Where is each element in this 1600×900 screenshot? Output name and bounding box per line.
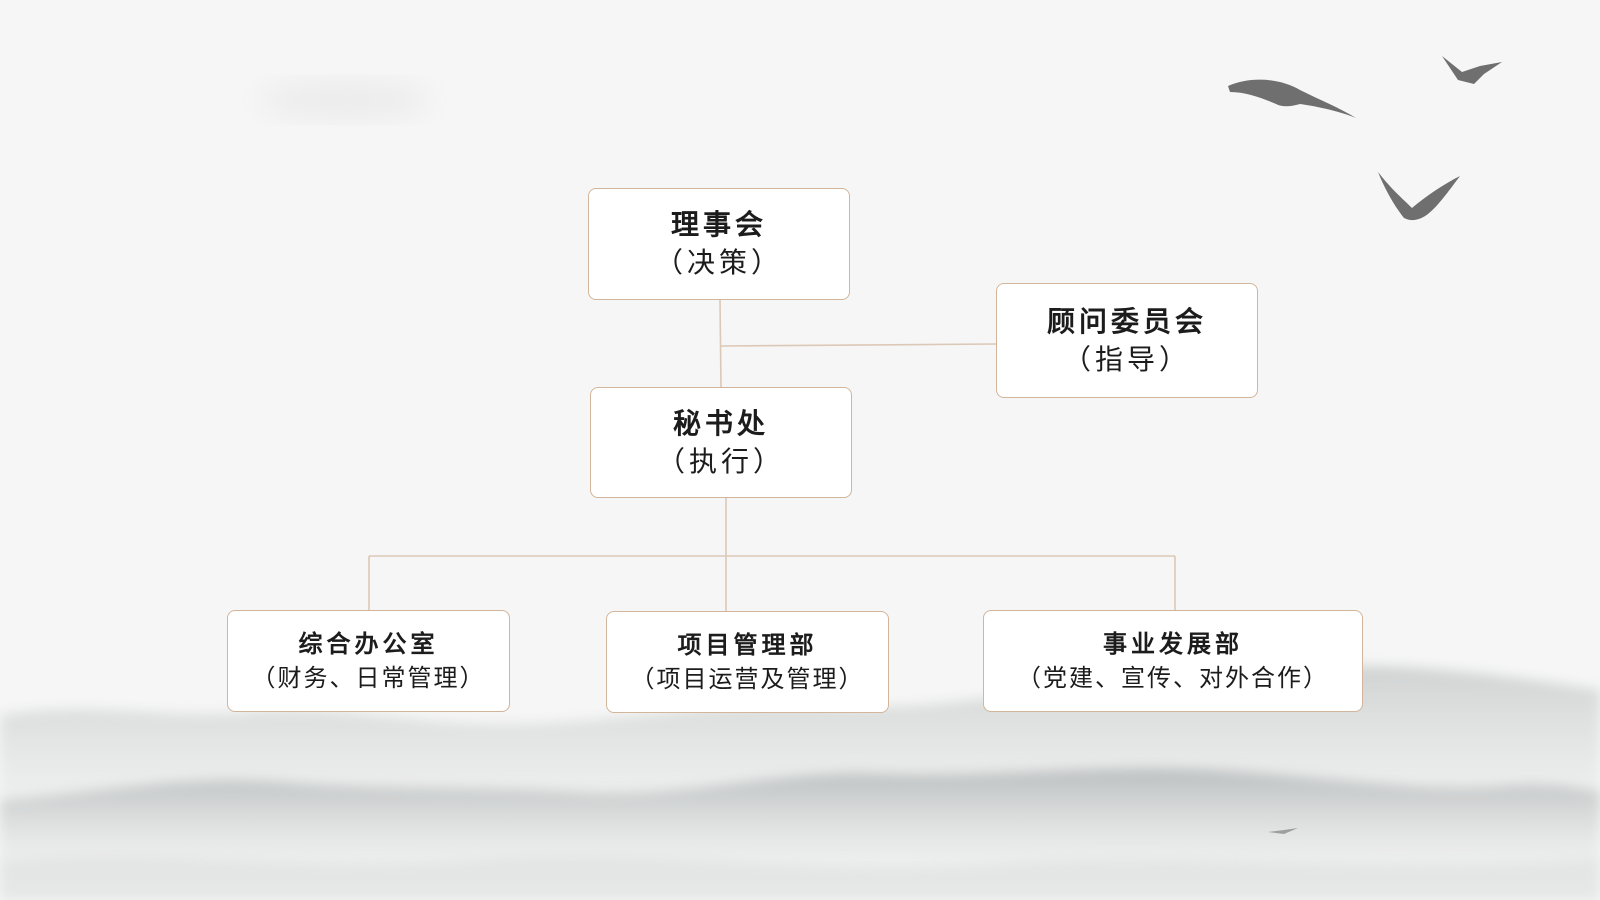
advisory-committee-node: 顾问委员会 （指导） xyxy=(996,283,1258,398)
business-development-node: 事业发展部 （党建、宣传、对外合作） xyxy=(983,610,1363,712)
office-subtitle: （财务、日常管理） xyxy=(251,664,486,692)
office-title: 综合办公室 xyxy=(298,629,439,658)
advisory-title: 顾问委员会 xyxy=(1046,304,1207,338)
secretariat-subtitle: （执行） xyxy=(656,444,785,478)
advisory-subtitle: （指导） xyxy=(1062,342,1191,376)
board-title: 理事会 xyxy=(670,208,767,241)
board-subtitle: （决策） xyxy=(654,246,783,279)
project-subtitle: （项目运营及管理） xyxy=(630,665,865,693)
project-department-node: 项目管理部 （项目运营及管理） xyxy=(606,611,889,713)
business-title: 事业发展部 xyxy=(1103,629,1243,658)
general-office-node: 综合办公室 （财务、日常管理） xyxy=(227,610,510,712)
board-to-secretariat-line xyxy=(719,299,722,388)
flying-bird-icon xyxy=(1228,56,1502,834)
secretariat-node: 秘书处 （执行） xyxy=(590,387,852,498)
advisory-link-line xyxy=(720,343,997,347)
business-subtitle: （党建、宣传、对外合作） xyxy=(1017,664,1329,692)
board-node: 理事会 （决策） xyxy=(588,188,850,300)
project-title: 项目管理部 xyxy=(677,630,818,659)
secretariat-title: 秘书处 xyxy=(672,406,769,440)
mountain-range xyxy=(0,665,1600,900)
